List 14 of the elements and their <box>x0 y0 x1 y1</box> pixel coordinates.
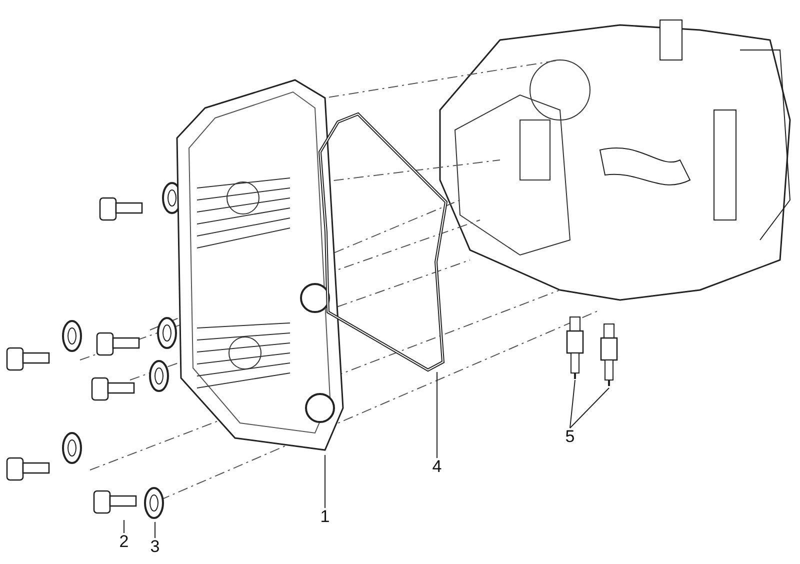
leader-line <box>324 454 326 508</box>
leader-line <box>154 522 156 538</box>
leader-line <box>570 380 576 428</box>
callout-number: 4 <box>427 458 447 478</box>
spark-plug-drawing <box>564 315 586 380</box>
gasket-drawing <box>318 112 448 372</box>
washer-drawing <box>142 485 166 522</box>
leader-line <box>436 372 438 458</box>
callout-number: 1 <box>315 508 335 528</box>
callout-number: 5 <box>560 428 580 448</box>
leader-line <box>570 388 610 428</box>
callout-number: 3 <box>145 538 165 558</box>
callout-number: 2 <box>114 533 134 553</box>
spark-plug-drawing <box>598 322 620 388</box>
